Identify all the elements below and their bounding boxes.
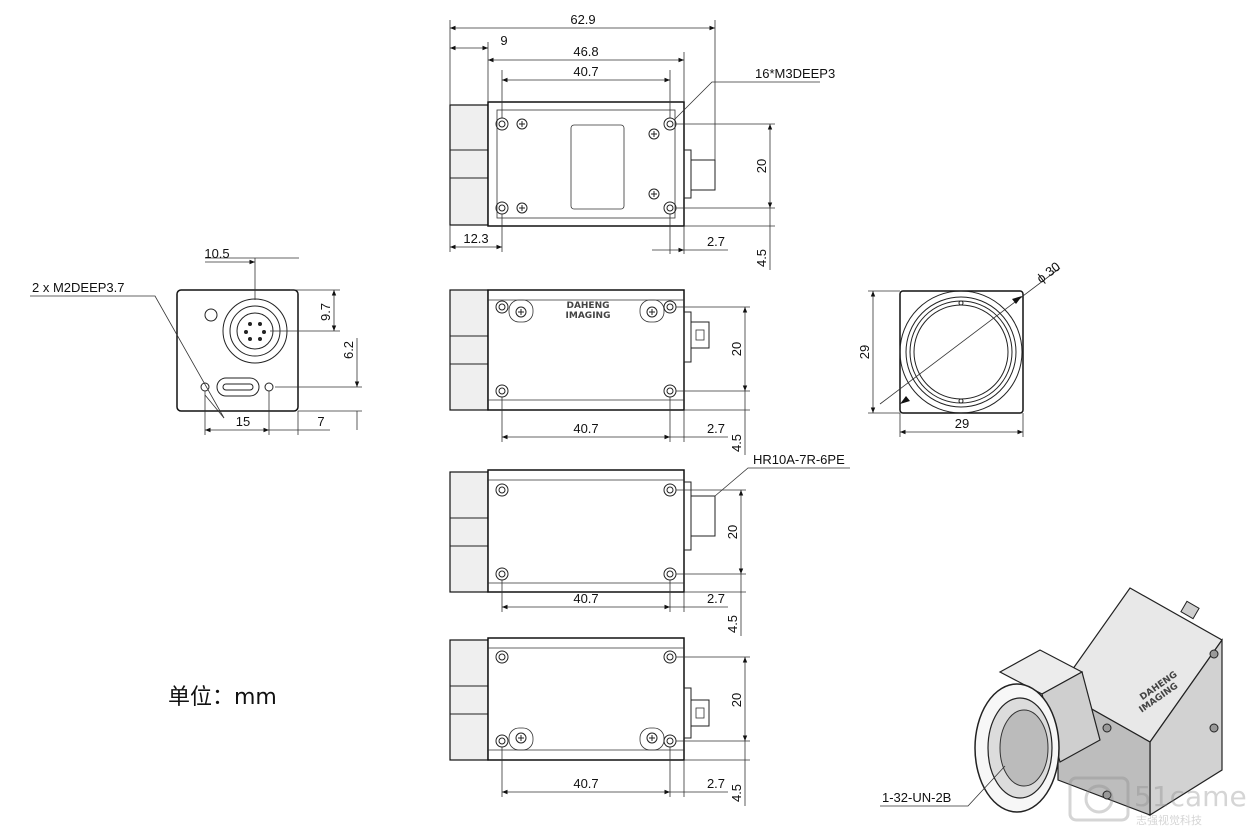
side-view-logo: DAHENG IMAGING 40.7 2.7 20 4.5: [449, 289, 750, 455]
screw-icon: [516, 118, 528, 130]
dim-hole-edge: 7: [317, 414, 324, 429]
note-mount-holes: 2 x M2DEEP3.7: [32, 280, 125, 295]
dim-overall-length: 62.9: [570, 12, 595, 27]
dim-usb-height: 6.2: [341, 341, 356, 359]
dim-mount-depth: 12.3: [463, 231, 488, 246]
lens-mount-block: [449, 471, 489, 593]
dim-hole-spacing: 15: [236, 414, 250, 429]
watermark-sub: 志强视觉科技: [1136, 813, 1202, 827]
note-connector: HR10A-7R-6PE: [753, 452, 845, 467]
isometric-view: DAHENG IMAGING 1-32-UN-2B: [880, 587, 1223, 817]
dim-connector-offset: 2.7: [707, 421, 725, 436]
note-screw-holes: 16*M3DEEP3: [755, 66, 835, 81]
dim-hole-pitch: 20: [729, 693, 744, 707]
dim-connector-offset: 2.7: [707, 776, 725, 791]
dim-edge-offset: 4.5: [725, 615, 740, 633]
camera-body: [487, 101, 685, 227]
dim-hole-spacing: 40.7: [573, 591, 598, 606]
lens-mount-ring: [899, 290, 1023, 414]
side-view-connector: HR10A-7R-6PE 40.7 2.7 20 4.5: [449, 452, 850, 636]
screw-icon: [648, 188, 660, 200]
dim-lens-diameter: ϕ 30: [1034, 259, 1063, 286]
watermark-brand: 51camera: [1134, 780, 1249, 813]
screw-hole: [495, 650, 509, 664]
dim-body-length: 46.8: [573, 44, 598, 59]
lens-mount-thread: [974, 683, 1060, 813]
side-view-bottom: 40.7 2.7 20 4.5: [449, 637, 750, 806]
lens-mount-block: [449, 104, 489, 226]
logo-daheng: DAHENG: [566, 301, 609, 311]
screw-hole: [495, 300, 509, 314]
dim-connector-offset: 2.7: [707, 591, 725, 606]
screw-icon: [648, 128, 660, 140]
top-view: 62.9 9 46.8 40.7 16*M3DEEP3 20 4.5 12.3 …: [449, 12, 835, 270]
dim-connector-offset: 2.7: [707, 234, 725, 249]
dim-height: 29: [857, 345, 872, 359]
label-plate: [570, 124, 625, 210]
dim-edge-offset: 4.5: [729, 434, 744, 452]
dim-mount-offset: 9: [500, 33, 507, 48]
dim-hole-spacing: 40.7: [573, 421, 598, 436]
lens-mount-block: [449, 639, 489, 761]
logo-imaging: IMAGING: [566, 311, 611, 321]
dim-edge-offset: 4.5: [729, 784, 744, 802]
indicator-led: [204, 308, 218, 322]
dim-connector-x: 10.5: [204, 246, 229, 261]
dim-width: 29: [955, 416, 969, 431]
screw-icon: [515, 306, 527, 318]
screw-icon: [646, 306, 658, 318]
front-view: ϕ 30 29 29: [857, 259, 1063, 437]
dim-connector-y: 9.7: [318, 303, 333, 321]
watermark: 51camera 志强视觉科技: [1068, 776, 1249, 827]
screw-icon: [515, 732, 527, 744]
dim-hole-pitch: 20: [754, 159, 769, 173]
screw-icon: [646, 732, 658, 744]
dim-hole-pitch: 20: [729, 342, 744, 356]
dim-hole-pitch: 20: [725, 525, 740, 539]
screw-hole: [495, 483, 509, 497]
rear-view: 10.5 9.7 6.2 15 7 2 x M2DEEP3.7: [30, 246, 362, 435]
usb-c-port-icon: [216, 377, 260, 397]
dim-edge-offset: 4.5: [754, 249, 769, 267]
dim-hole-spacing: 40.7: [573, 64, 598, 79]
camera-logo-icon: [1068, 776, 1130, 822]
dim-hole-spacing: 40.7: [573, 776, 598, 791]
unit-label: 单位：mm: [168, 685, 277, 710]
screw-icon: [516, 202, 528, 214]
lens-mount-block: [449, 289, 489, 411]
camera-body: [487, 469, 685, 593]
note-thread: 1-32-UN-2B: [882, 790, 951, 805]
